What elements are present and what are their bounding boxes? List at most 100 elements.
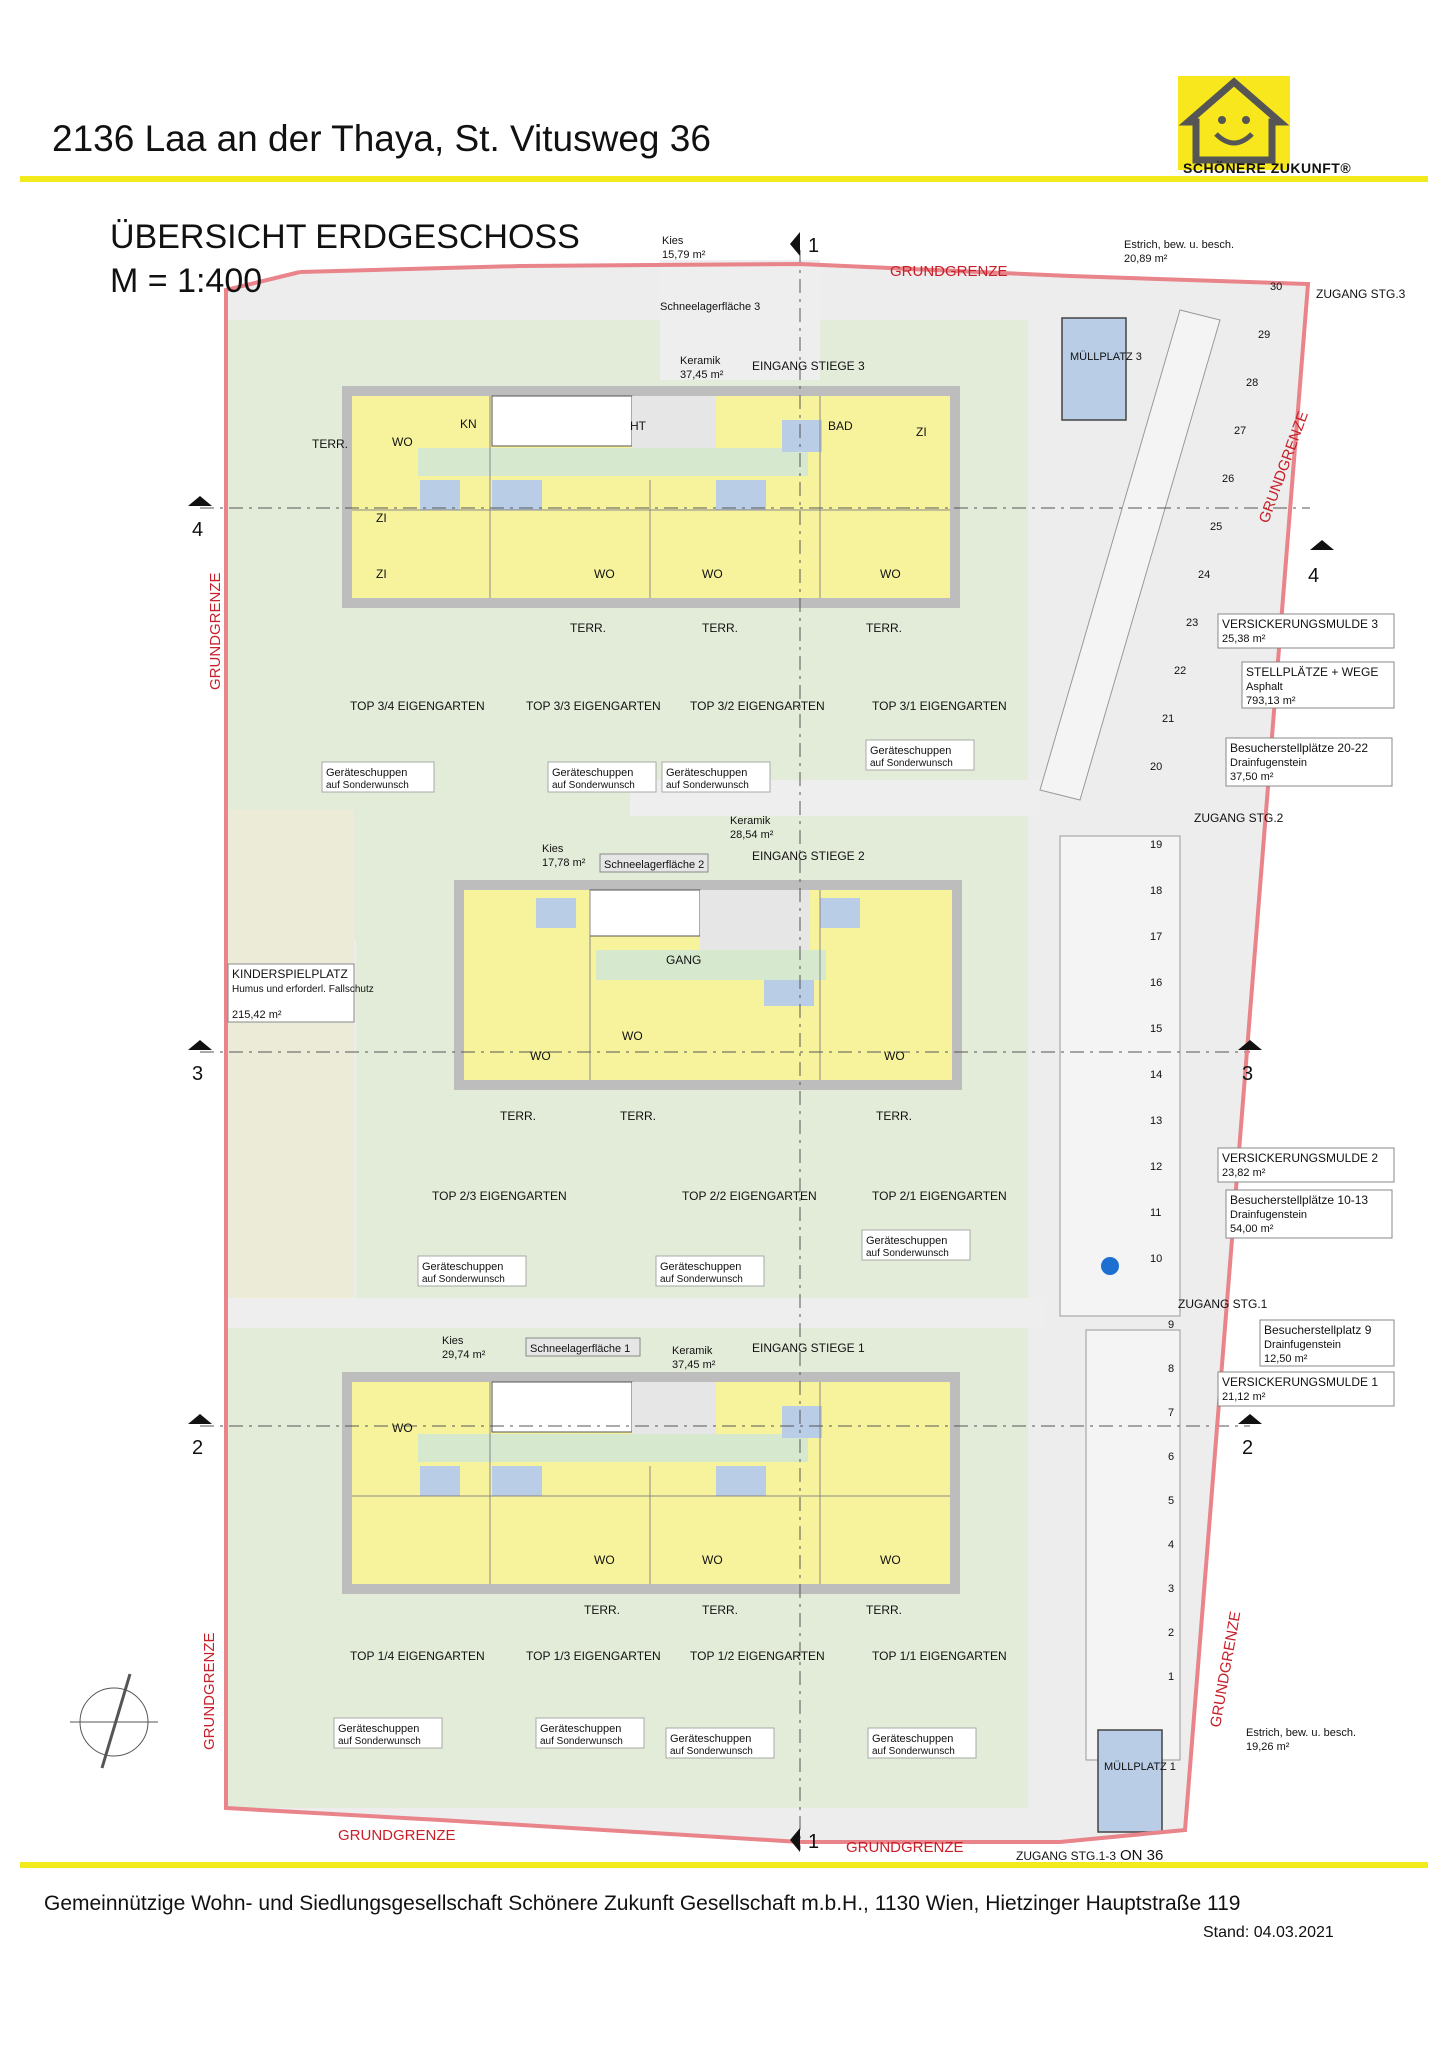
waste-3-label: MÜLLPLATZ 3	[1070, 351, 1142, 363]
svg-text:auf Sonderwunsch: auf Sonderwunsch	[552, 780, 635, 791]
callout-mulde-2: VERSICKERUNGSMULDE 2	[1222, 1151, 1378, 1165]
svg-text:KN: KN	[460, 417, 477, 431]
section-4-left: 4	[192, 519, 203, 541]
svg-text:TERR.: TERR.	[584, 1603, 620, 1617]
svg-text:WO: WO	[884, 1049, 905, 1063]
entrance-stiege-2: EINGANG STIEGE 2	[752, 849, 865, 863]
parking-number-1: 1	[1168, 1671, 1174, 1683]
callout-kinderspielplatz-sub: Humus und erforderl. Fallschutz	[232, 984, 374, 995]
section-1-bottom: 1	[808, 1831, 819, 1853]
callout-mulde-1-value: 21,12 m²	[1222, 1391, 1266, 1403]
callout-kinderspielplatz: KINDERSPIELPLATZ	[232, 967, 348, 981]
room-labels: WO KN ZI ZI WO WO WO BAD ZI HT TERR. TER…	[312, 417, 927, 1617]
shed-labels: Geräteschuppen auf Sonderwunsch Gerätesc…	[321, 739, 977, 1759]
footer-date: Stand: 04.03.2021	[1203, 1924, 1334, 1941]
svg-text:TERR.: TERR.	[702, 1603, 738, 1617]
svg-text:ZI: ZI	[376, 511, 387, 525]
parking-strip-2	[1059, 835, 1181, 1317]
parking-number-7: 7	[1168, 1407, 1174, 1419]
company-logo	[1178, 76, 1290, 170]
svg-text:auf Sonderwunsch: auf Sonderwunsch	[872, 1746, 955, 1757]
area-estrich-1: Estrich, bew. u. besch.	[1246, 1727, 1356, 1739]
boundary-label-left: GRUNDGRENZE	[207, 572, 224, 690]
parking-number-28: 28	[1246, 377, 1258, 389]
garden-3-1: TOP 3/1 EIGENGARTEN	[872, 699, 1007, 713]
footer-company: Gemeinnützige Wohn- und Siedlungsgesells…	[44, 1892, 1241, 1915]
parking-number-6: 6	[1168, 1451, 1174, 1463]
waste-1-label: MÜLLPLATZ 1	[1104, 1761, 1176, 1773]
parking-number-24: 24	[1198, 569, 1210, 581]
access-stg2: ZUGANG STG.2	[1194, 811, 1284, 825]
callout-mulde-3: VERSICKERUNGSMULDE 3	[1222, 617, 1378, 631]
boundary-label-top: GRUNDGRENZE	[890, 263, 1008, 280]
garden-3-4: TOP 3/4 EIGENGARTEN	[350, 699, 485, 713]
svg-text:auf Sonderwunsch: auf Sonderwunsch	[540, 1736, 623, 1747]
north-arrow-icon	[70, 1673, 158, 1769]
site-plan: ÜBERSICHT ERDGESCHOSS M = 1:400 GRUNDGRE…	[70, 218, 1406, 1864]
svg-text:WO: WO	[880, 1553, 901, 1567]
boundary-label-right-2: GRUNDGRENZE	[1207, 1610, 1244, 1729]
waste-enclosure-3	[1061, 317, 1127, 421]
svg-text:WO: WO	[622, 1029, 643, 1043]
callout-mulde-2-value: 23,82 m²	[1222, 1167, 1266, 1179]
area-keramik-3-value: 37,45 m²	[680, 369, 724, 381]
garden-1-1: TOP 1/1 EIGENGARTEN	[872, 1649, 1007, 1663]
svg-text:BAD: BAD	[828, 419, 853, 433]
house-smiley-icon	[1178, 77, 1290, 164]
garden-3-3: TOP 3/3 EIGENGARTEN	[526, 699, 661, 713]
callout-besucher-10-13-sub: Drainfugenstein	[1230, 1209, 1307, 1221]
garden-2-2: TOP 2/2 EIGENGARTEN	[682, 1189, 817, 1203]
snow-area-3: Schneelagerfläche 3	[660, 301, 760, 313]
svg-text:TERR.: TERR.	[702, 621, 738, 635]
boundary-label-bottom-2: GRUNDGRENZE	[846, 1839, 964, 1856]
svg-text:TERR.: TERR.	[570, 621, 606, 635]
svg-text:auf Sonderwunsch: auf Sonderwunsch	[670, 1746, 753, 1757]
parking-number-8: 8	[1168, 1363, 1174, 1375]
svg-text:auf Sonderwunsch: auf Sonderwunsch	[870, 758, 953, 769]
section-2-right: 2	[1242, 1437, 1253, 1459]
area-kies-3-value: 15,79 m²	[662, 249, 706, 261]
parking-number-20: 20	[1150, 761, 1162, 773]
parking-number-26: 26	[1222, 473, 1234, 485]
area-estrich-1-value: 19,26 m²	[1246, 1741, 1290, 1753]
playground-area	[226, 810, 354, 1320]
svg-text:WO: WO	[594, 1553, 615, 1567]
logo-text: SCHÖNERE ZUKUNFT®	[1183, 160, 1352, 176]
area-keramik-3: Keramik	[680, 355, 721, 367]
parking-number-12: 12	[1150, 1161, 1162, 1173]
building-stiege-3	[342, 386, 960, 608]
section-4-right: 4	[1308, 565, 1319, 587]
callout-stellplaetze-value: 793,13 m²	[1246, 695, 1296, 707]
boundary-label-left-2: GRUNDGRENZE	[201, 1632, 218, 1750]
svg-text:TERR.: TERR.	[876, 1109, 912, 1123]
area-kies-3: Kies	[662, 235, 684, 247]
snow-area-1: Schneelagerfläche 1	[530, 1343, 630, 1355]
svg-text:auf Sonderwunsch: auf Sonderwunsch	[338, 1736, 421, 1747]
svg-text:WO: WO	[530, 1049, 551, 1063]
parking-strip-1	[1085, 1329, 1181, 1761]
callout-besucher-20-22-sub: Drainfugenstein	[1230, 757, 1307, 769]
svg-text:Geräteschuppen: Geräteschuppen	[870, 745, 951, 757]
svg-text:TERR.: TERR.	[866, 1603, 902, 1617]
plan-scale: M = 1:400	[110, 262, 262, 300]
svg-text:TERR.: TERR.	[500, 1109, 536, 1123]
parking-number-23: 23	[1186, 617, 1198, 629]
parking-number-15: 15	[1150, 1023, 1162, 1035]
parking-number-29: 29	[1258, 329, 1270, 341]
section-3-left: 3	[192, 1063, 203, 1085]
parking-number-21: 21	[1162, 713, 1174, 725]
area-kies-2-value: 17,78 m²	[542, 857, 586, 869]
street-fragment: ON 36	[1120, 1847, 1163, 1864]
svg-text:Geräteschuppen: Geräteschuppen	[670, 1733, 751, 1745]
plan-title: ÜBERSICHT ERDGESCHOSS	[110, 218, 580, 256]
building-stiege-1	[342, 1372, 960, 1594]
svg-text:WO: WO	[392, 435, 413, 449]
area-estrich-3-value: 20,89 m²	[1124, 253, 1168, 265]
parking-number-10: 10	[1150, 1253, 1162, 1265]
area-kies-2: Kies	[542, 843, 564, 855]
access-stg1-3: ZUGANG STG.1-3	[1016, 1849, 1116, 1863]
parking-number-4: 4	[1168, 1539, 1174, 1551]
callout-mulde-3-value: 25,38 m²	[1222, 633, 1266, 645]
callout-stellplaetze-sub: Asphalt	[1246, 681, 1283, 693]
building-stiege-2	[454, 880, 962, 1090]
